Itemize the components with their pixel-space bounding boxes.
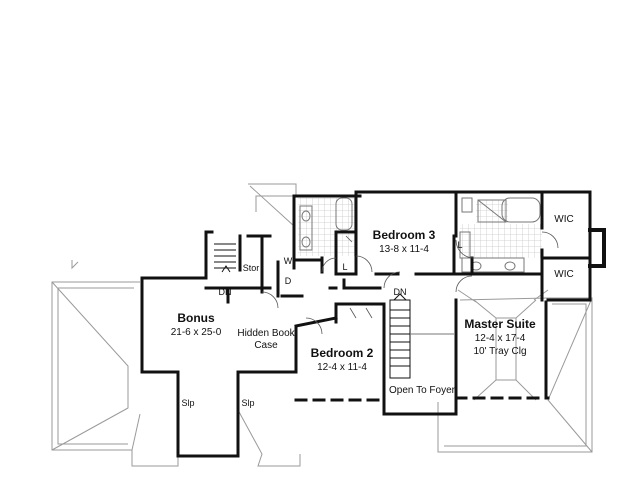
down-stairs-label-left: DN xyxy=(218,287,232,297)
door-swings xyxy=(261,231,559,335)
wic-top-label: WIC xyxy=(554,214,574,225)
linen-label-left: L xyxy=(342,262,348,272)
roof-outline xyxy=(51,183,593,467)
linen-label-right: L xyxy=(457,240,463,250)
bedroom2-name: Bedroom 2 xyxy=(310,346,374,360)
tile-floor xyxy=(298,198,542,258)
hidden-book-case-line2: Case xyxy=(254,340,278,351)
wic-bottom-label: WIC xyxy=(554,269,574,280)
bedroom2-dims: 12-4 x 11-4 xyxy=(317,362,367,373)
stairs xyxy=(214,243,454,379)
master-suite-name: Master Suite xyxy=(464,317,536,331)
storage-label: Stor xyxy=(242,263,260,273)
master-suite-dims: 12-4 x 17-4 xyxy=(474,333,526,344)
bath-fixtures xyxy=(299,197,541,273)
bonus-room-name: Bonus xyxy=(177,311,215,325)
hidden-book-case-line1: Hidden Book xyxy=(237,328,295,339)
walls xyxy=(140,190,606,458)
bedroom3-name: Bedroom 3 xyxy=(372,228,436,242)
bedroom3-dims: 13-8 x 11-4 xyxy=(379,244,429,255)
slope-label-right: Slp xyxy=(241,398,255,408)
washer-label: W xyxy=(283,256,293,266)
bonus-room-dims: 21-6 x 25-0 xyxy=(170,327,222,338)
dryer-label: D xyxy=(284,276,292,286)
slope-label-left: Slp xyxy=(181,398,195,408)
down-stairs-label-center: DN xyxy=(393,287,407,297)
open-to-foyer-label: Open To Foyer xyxy=(389,385,455,396)
master-suite-ceiling: 10' Tray Clg xyxy=(473,346,527,357)
